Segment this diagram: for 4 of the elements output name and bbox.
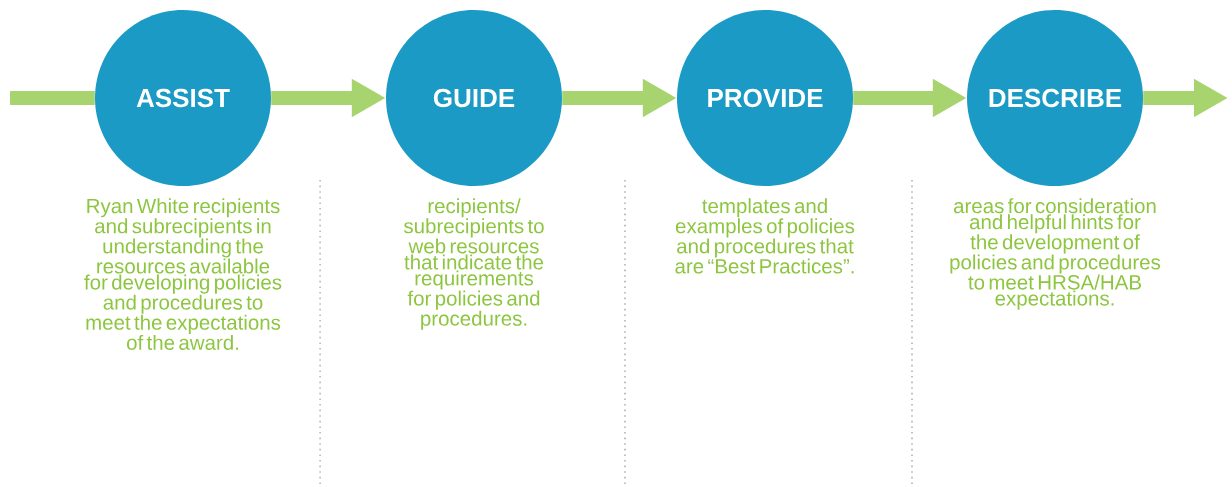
description-text: Ryan White recipients and subrecipients in understanding the resources available for developing policies and procedures to meet the expectations of the award.: [84, 198, 282, 350]
description-text: templates and examples of policies and procedures that are “Best Practices”.: [675, 198, 855, 274]
description-text: recipients/ subrecipients to web resources that indicate the requirements for policies and procedures.: [403, 198, 544, 330]
description-text: areas for consideration and helpful hints for the development of policies and procedures to meet HRSA/HAB expectations.: [950, 198, 1161, 310]
